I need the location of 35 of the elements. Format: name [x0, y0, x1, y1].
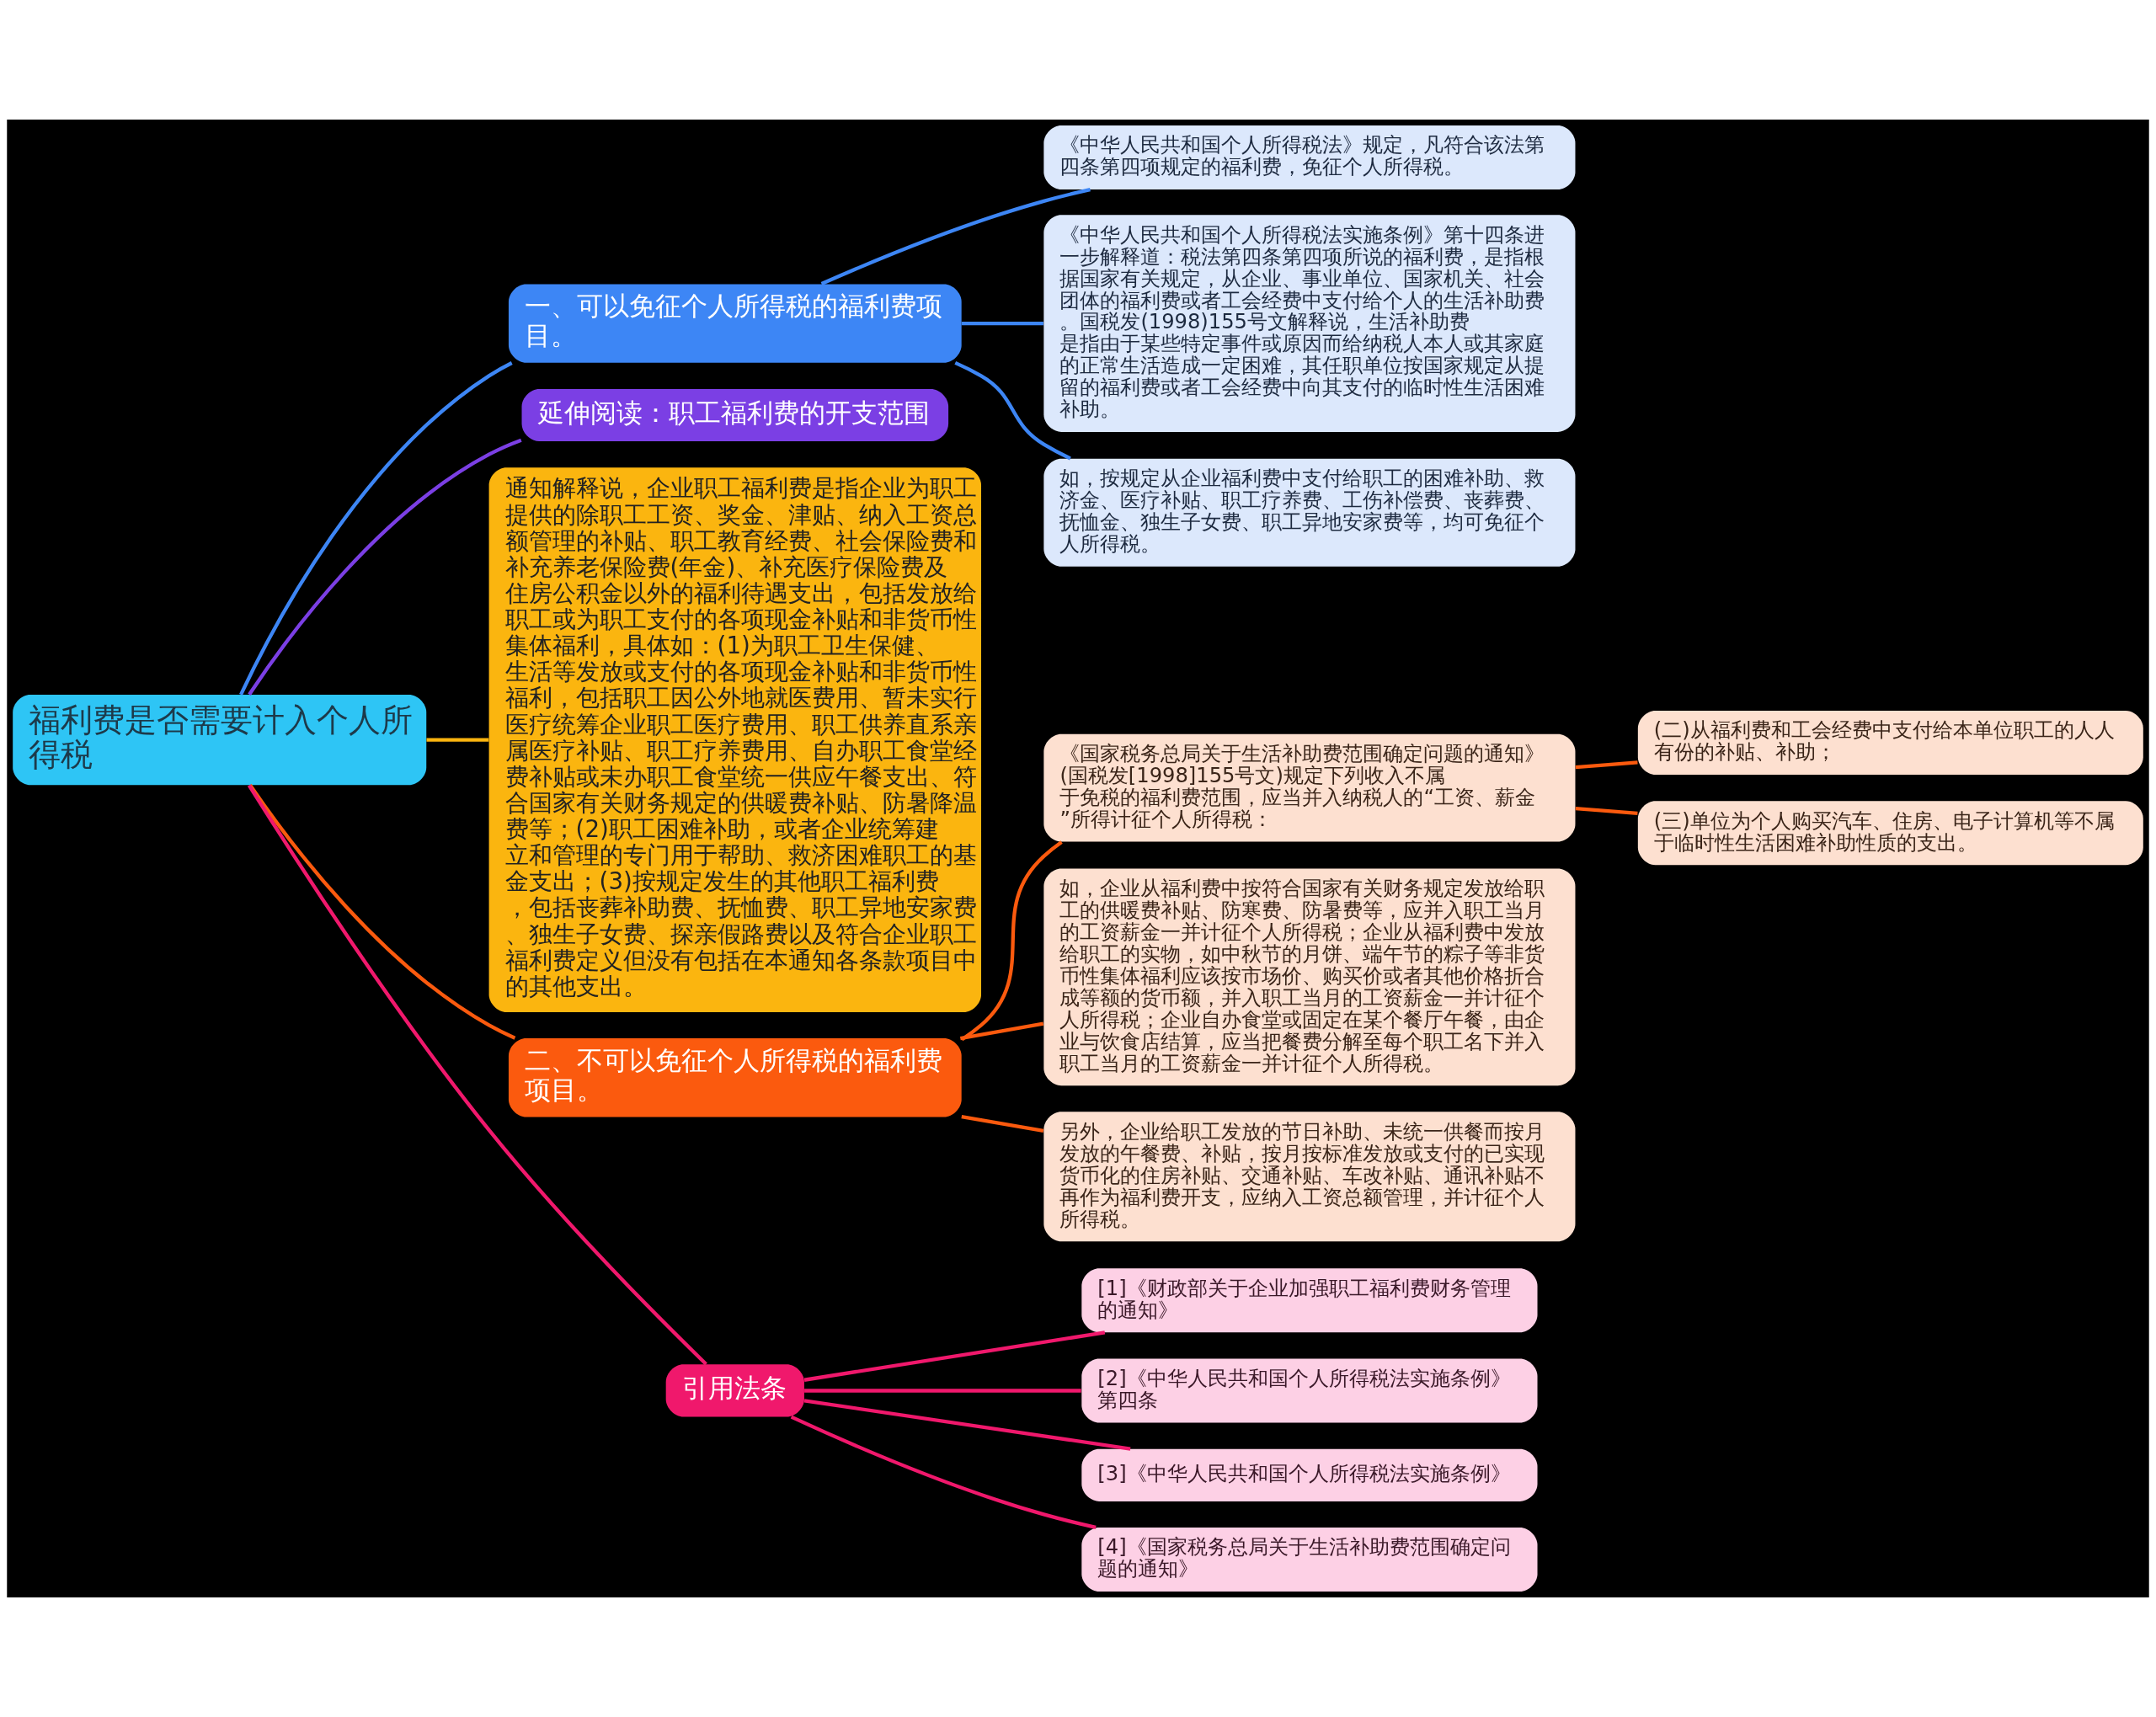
node-box: 二、不可以免征个人所得税的福利费项目。: [508, 1038, 962, 1117]
connector: [239, 361, 513, 696]
node-box: 如，按规定从企业福利费中支付给职工的困难补助、救济金、医疗补贴、职工疗养费、工伤补偿费、丧葬费、抚恤金、独生子女费、职工异地安家费等，均可免征个人所得税。: [1043, 458, 1576, 567]
node-box: 福利费是否需要计入个人所得税: [13, 695, 427, 786]
connector: [247, 784, 707, 1366]
connector: [426, 738, 489, 742]
connector: [803, 1399, 1131, 1451]
node-box: 《中华人民共和国个人所得税法实施条例》第十四条进一步解释道：税法第四条第四项所说的福利费，是指根据国家有关规定，从企业、事业单位、国家机关、社会团体的福利费或者工会经费中支付给个人的生活补助费。国税发(1998)155号文解释说，生活补助费是指由于某些特定事件或原因而给纳税人本人或其家庭的正常生活造成一定困难，其任职单位按国家规定从提留的福利费或者工会经费中向其支付的临时性生活困难补助。: [1043, 215, 1576, 432]
connector: [961, 321, 1043, 326]
node-box: (二)从福利费和工会经费中支付给本单位职工的人人有份的补贴、补助；: [1637, 711, 2143, 776]
connector: [248, 783, 516, 1040]
node-box: 通知解释说，企业职工福利费是指企业为职工提供的除职工工资、奖金、津贴、纳入工资总额管理的补贴、职工教育经费、社会保险费和补充养老保险费(年金)、补充医疗保险费及住房公积金以外的福利待遇支出，包括发放给职工或为职工支付的各项现金补贴和非货币性集体福利，具体如：(1)为职工卫生保健、生活等发放或支付的各项现金补贴和非货币性福利，包括职工因公外地就医费用、暂未实行医疗统筹企业职工医疗费用、职工供养直系亲属医疗补贴、职工疗养费用、自办职工食堂经费补贴或未办职工食堂统一供应午餐支出、符合国家有关财务规定的供暖费补贴、防暑降温费等；(2)职工困难补助，或者企业统筹建立和管理的专门用于帮助、救济困难职工的基金支出；(3)按规定发生的其他职工福利费，包括丧葬补助费、抚恤费、职工异地安家费、独生子女费、探亲假路费以及符合企业职工福利费定义但没有包括在本通知各条款项目中的其他支出。: [488, 467, 981, 1012]
connector: [960, 840, 1063, 1042]
connector: [961, 1114, 1044, 1133]
connector: [804, 1389, 1081, 1393]
node-box: 《中华人民共和国个人所得税法》规定，凡符合该法第四条第四项规定的福利费，免征个人所得税。: [1043, 125, 1576, 189]
node-box: [4]《国家税务总局关于生活补助费范围确定问题的通知》: [1081, 1528, 1538, 1592]
node-box: 引用法条: [665, 1364, 804, 1417]
node-box: [3]《中华人民共和国个人所得税法实施条例》: [1081, 1448, 1538, 1501]
node-box: 一、可以免征个人所得税的福利费项目。: [508, 284, 962, 363]
node-box: [1]《财政部关于企业加强职工福利费财务管理的通知》: [1081, 1268, 1538, 1333]
node-box: 如，企业从福利费中按符合国家有关财务规定发放给职工的供暖费补贴、防寒费、防暑费等，应并入职工当月的工资薪金一并计征个人所得税；企业从福利费中发放给职工的实物，如中秋节的月饼、端午节的粽子等非货币性集体福利应该按市场价、购买价或者其他价格折合成等额的货币额，并入职工当月的工资薪金一并计征个人所得税；企业自办食堂或固定在某个餐厅午餐，由企业与饮食店结算，应当把餐费分解至每个职工名下并入职工当月的工资薪金一并计征个人所得税。: [1043, 868, 1576, 1086]
connector: [954, 360, 1071, 461]
node-box: (三)单位为个人购买汽车、住房、电子计算机等不属于临时性生活困难补助性质的支出。: [1637, 801, 2143, 866]
connector: [803, 1330, 1106, 1382]
connector: [248, 438, 522, 696]
connector: [820, 188, 1091, 285]
node-box: 延伸阅读：职工福利费的开支范围: [521, 388, 949, 442]
node-box: 《国家税务总局关于生活补助费范围确定问题的通知》(国税发[1998]155号文)规定下列收入不属于免税的福利费范围，应当并入纳税人的“工资、薪金”所得计征个人所得税：: [1043, 733, 1576, 842]
node-box: [2]《中华人民共和国个人所得税法实施条例》第四条: [1081, 1358, 1538, 1423]
connector: [790, 1415, 1097, 1529]
connector: [1575, 807, 1638, 816]
node-box: 另外，企业给职工发放的节日补助、未统一供餐而按月发放的午餐费、补贴，按月按标准发放或支付的已实现货币化的住房补贴、交通补贴、车改补贴、通讯补贴不再作为福利费开支，应纳入工资总额管理，并计征个人所得税。: [1043, 1112, 1576, 1242]
connector: [959, 1021, 1044, 1041]
connector: [1575, 760, 1638, 770]
